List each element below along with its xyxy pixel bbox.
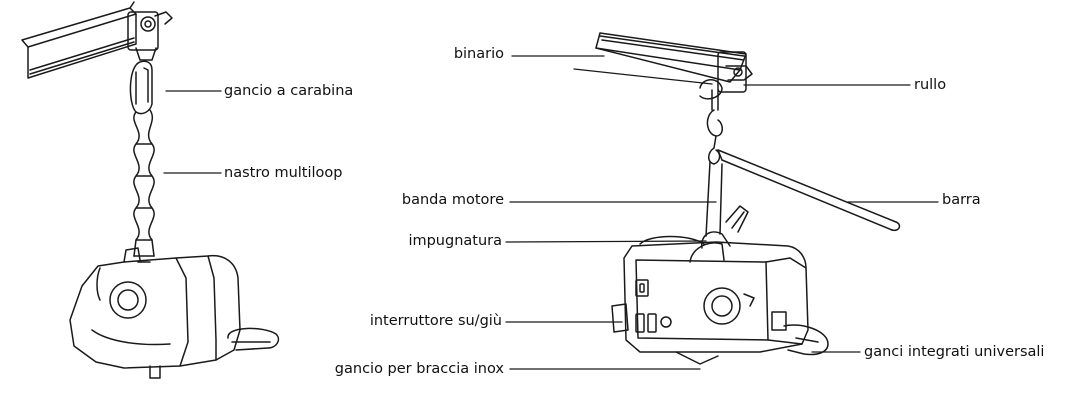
label-handle: impugnatura	[408, 233, 502, 249]
right-bar	[717, 149, 901, 232]
label-carabiner: gancio a carabina	[224, 83, 354, 99]
label-integrated-hooks: ganci integrati universali	[864, 344, 1045, 360]
right-leaders	[505, 55, 939, 370]
label-motor-strap: banda motore	[401, 192, 504, 208]
right-handle	[689, 205, 749, 263]
label-multiloop-strap: nastro multiloop	[224, 165, 343, 181]
label-inox-arm-hook: gancio per braccia inox	[334, 361, 504, 377]
left-roller	[127, 11, 173, 61]
label-bar: barra	[942, 192, 981, 208]
left-rail	[21, 1, 137, 79]
label-rail: binario	[453, 46, 504, 62]
right-rail	[595, 32, 747, 83]
left-leaders	[163, 90, 222, 174]
label-updown-switch: interruttore su/giù	[369, 313, 502, 329]
right-motor-unit	[611, 235, 829, 365]
left-motor-unit	[69, 247, 280, 379]
left-carabiner	[129, 60, 153, 115]
right-motor-strap	[705, 161, 723, 237]
left-multiloop-strap	[133, 109, 155, 263]
label-roller: rullo	[914, 77, 947, 93]
right-roller	[699, 51, 753, 111]
